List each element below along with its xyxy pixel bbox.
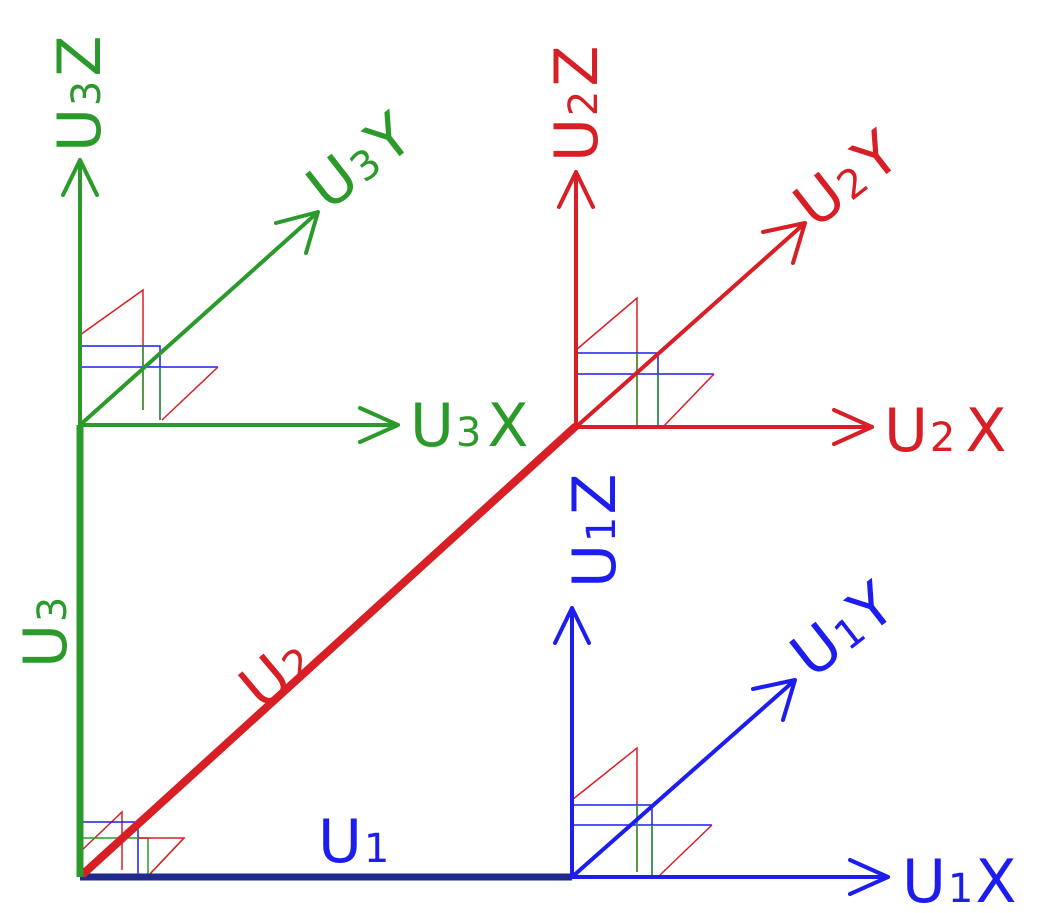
u3-y-axis-label: U3Y: [294, 99, 426, 223]
u3-z-axis-label: U3Z: [45, 36, 115, 152]
u1-y-axis-arrow: [570, 678, 797, 879]
u3-frame-axes: [61, 158, 400, 444]
u3-z-axis-arrow: [61, 158, 99, 427]
u1-z-axis-arrow: [553, 606, 591, 879]
u2-z-axis-arrow: [557, 170, 595, 429]
u2-y-axis-arrow: [574, 221, 807, 429]
u1-z-axis-label: U1Z: [560, 474, 630, 588]
u1-x-axis-label: U1X: [902, 847, 1016, 913]
vector-u1-label: U1: [318, 807, 389, 877]
u2-frame-axes: [557, 170, 874, 446]
u3-x-axis-arrow: [78, 406, 400, 444]
origin-plane-glyph: [79, 810, 186, 878]
u3-frame-plane-glyph: [79, 288, 219, 421]
u2-x-axis-arrow: [574, 408, 874, 446]
u1-x-axis-arrow: [570, 858, 890, 896]
u1-frame-axes: [553, 606, 890, 896]
vector-u3-label: U3: [11, 597, 81, 668]
u3-y-axis-arrow: [78, 210, 320, 427]
u1-frame-plane-glyph: [571, 746, 713, 876]
vector-u2-label: U2: [227, 624, 327, 724]
vector-u2-line: [79, 423, 579, 878]
u2-z-axis-label: U2Z: [542, 46, 612, 162]
u1-y-axis-label: U1Y: [778, 569, 908, 692]
